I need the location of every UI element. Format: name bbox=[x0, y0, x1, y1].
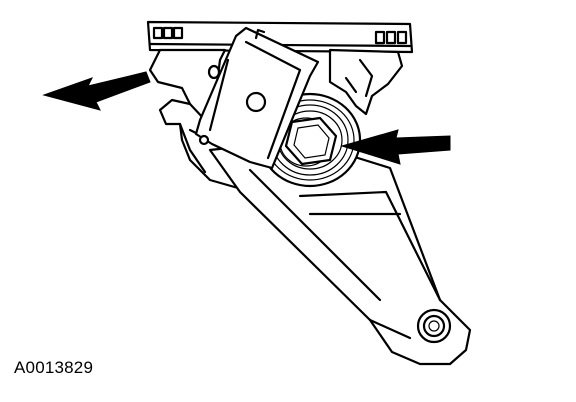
right-arrow-icon bbox=[340, 129, 451, 165]
left-arrow-icon bbox=[42, 71, 151, 111]
cover-plate bbox=[194, 26, 320, 170]
mounting-rail bbox=[146, 20, 414, 54]
tensioner-arm bbox=[208, 138, 472, 366]
arm-end-bushing bbox=[416, 308, 452, 344]
figure-reference-code: A0013829 bbox=[14, 358, 94, 377]
pivot-bolt bbox=[284, 116, 338, 166]
